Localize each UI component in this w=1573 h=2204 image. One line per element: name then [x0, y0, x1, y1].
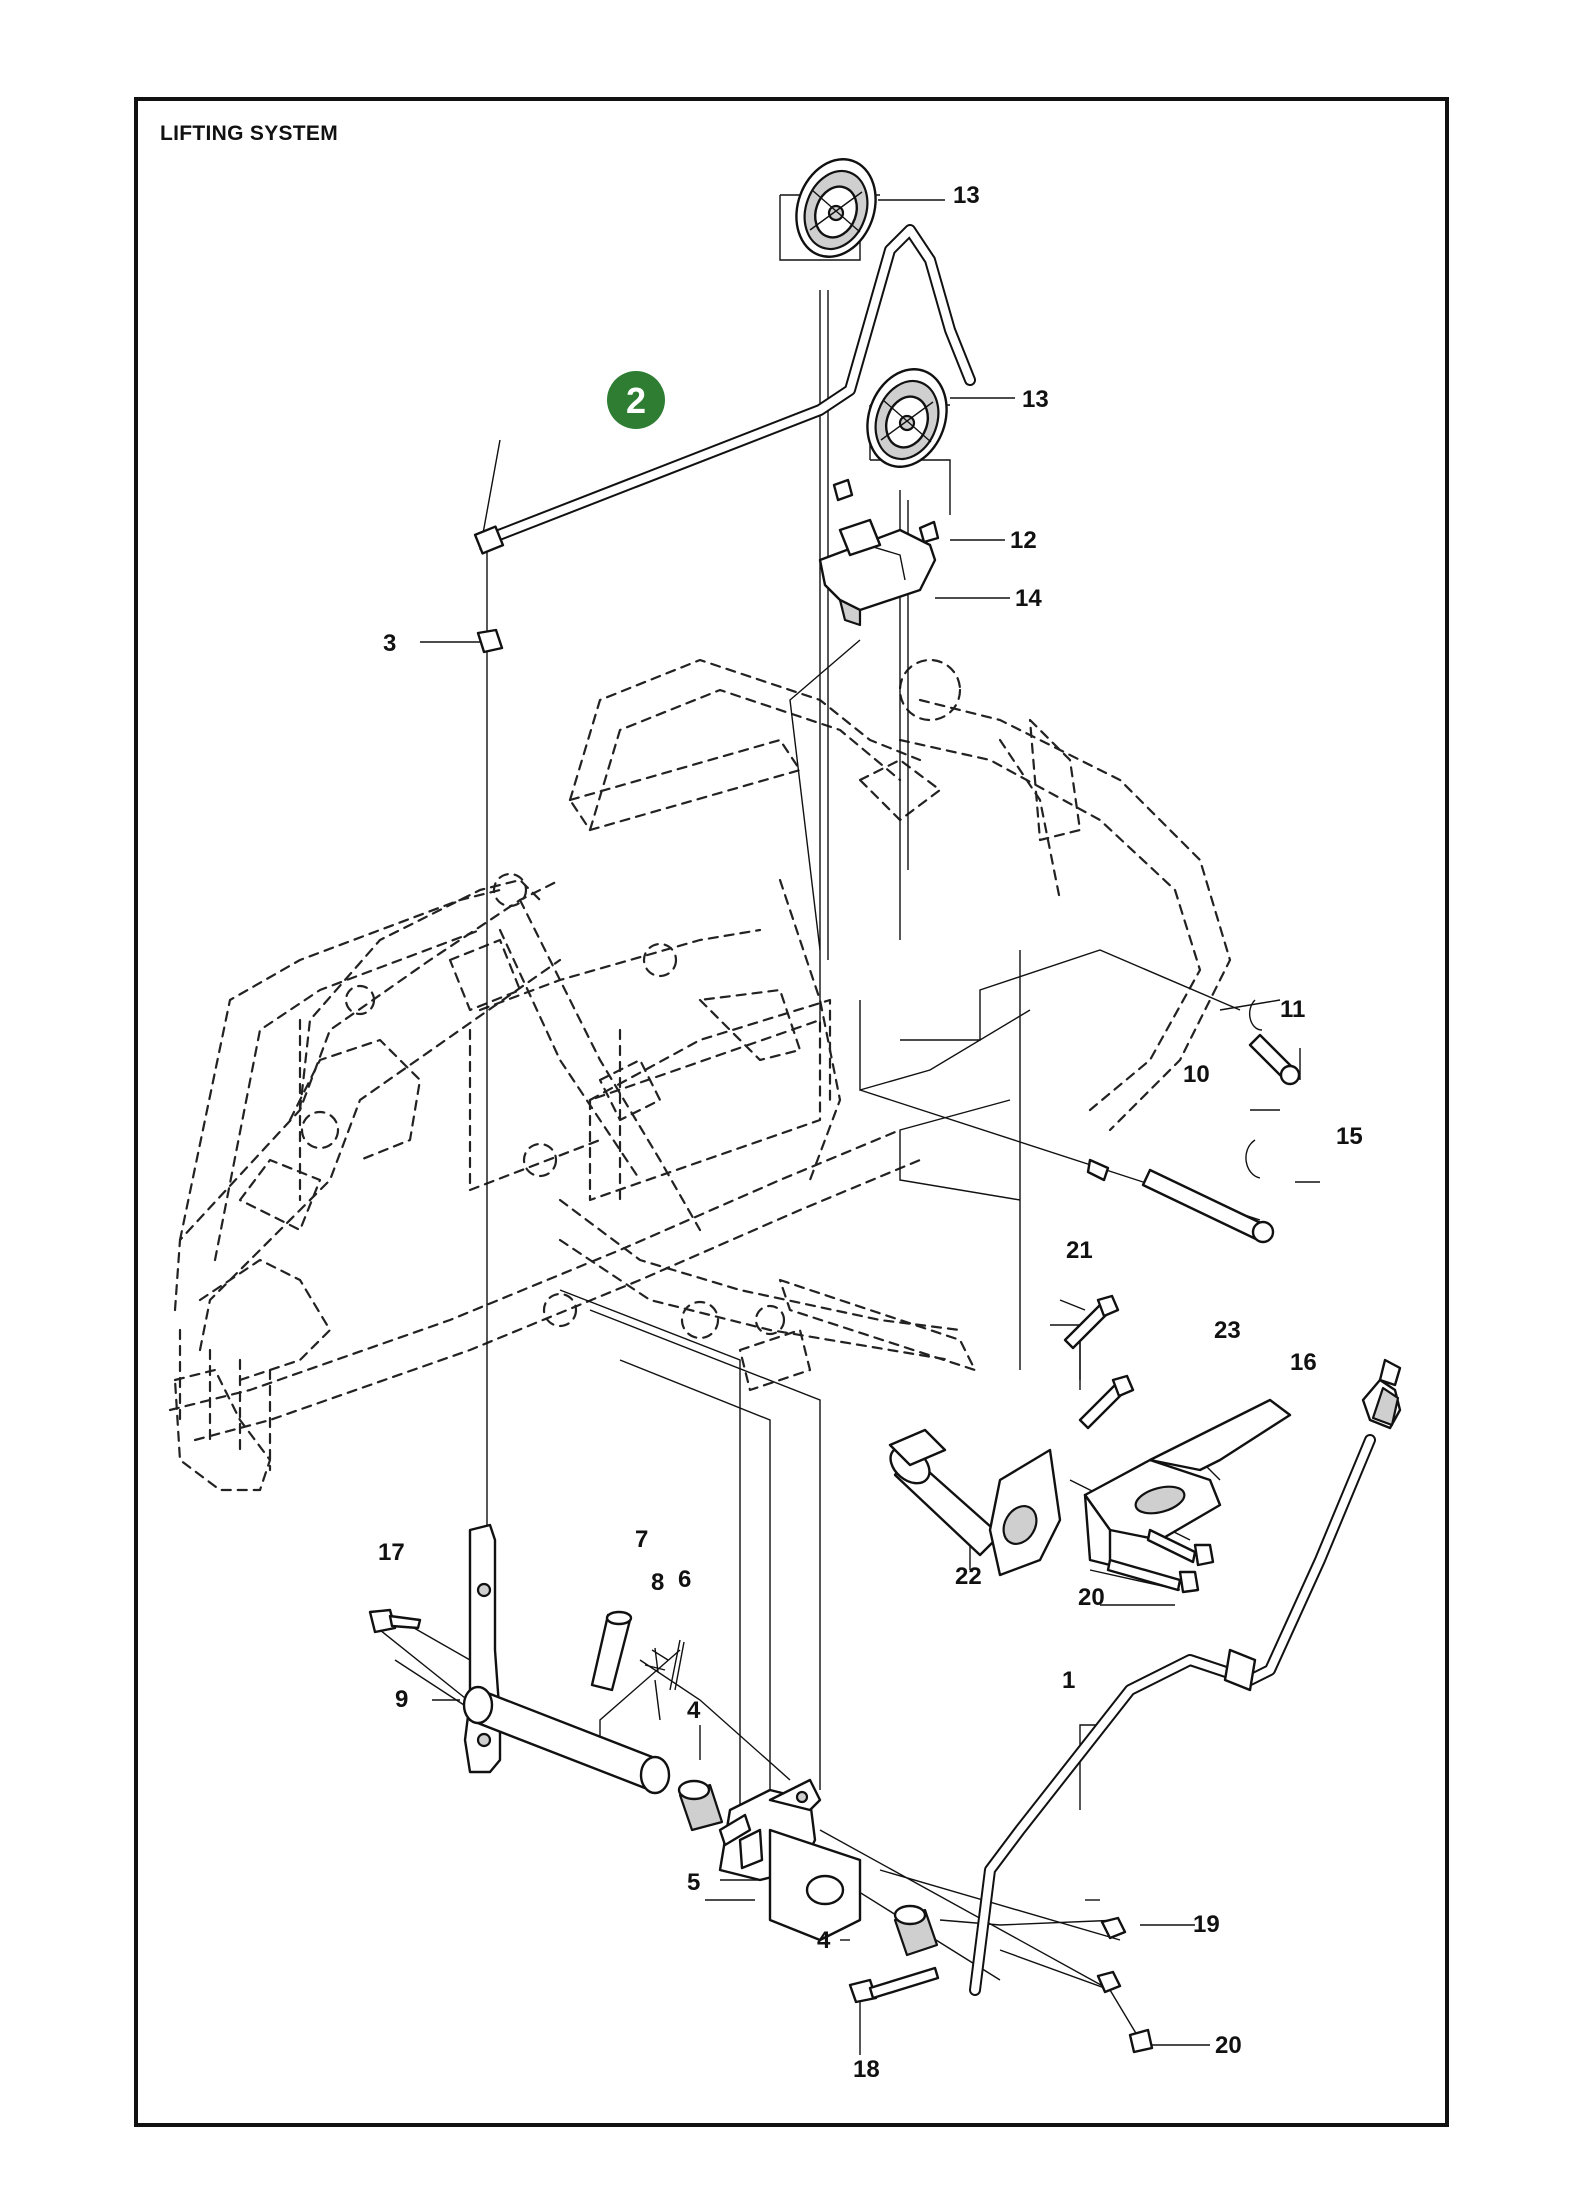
lift-cable-2 [473, 224, 976, 555]
pin-11 [1248, 999, 1301, 1086]
bolt-20c [1146, 1528, 1215, 1567]
callout-labels: 13 13 12 14 3 11 10 15 21 23 16 22 20 17… [378, 182, 1363, 2083]
bolt-18 [848, 1966, 940, 2004]
callout-19: 19 [1193, 1911, 1220, 1938]
lift-handle-16 [1361, 1358, 1402, 1430]
callout-13a: 13 [953, 182, 980, 209]
callout-1: 1 [1062, 1667, 1075, 1694]
diagram-frame [134, 97, 1449, 2127]
pulley-bracket-14 [818, 518, 937, 627]
side-plate-9 [463, 1523, 502, 1774]
sleeve-7 [590, 1610, 633, 1692]
callout-23: 23 [1214, 1317, 1241, 1344]
cable-clip-3 [476, 628, 504, 654]
cross-shaft [462, 1685, 671, 1795]
callout-18: 18 [853, 2056, 880, 2083]
callout-14: 14 [1015, 585, 1042, 612]
callout-11: 11 [1280, 996, 1305, 1023]
callout-17: 17 [378, 1539, 405, 1566]
callout-9: 9 [395, 1686, 408, 1713]
callout-6: 6 [678, 1566, 691, 1593]
callout-3: 3 [383, 630, 396, 657]
bushing-4b [893, 1904, 939, 1957]
diagram-title: LIFTING SYSTEM [160, 122, 339, 145]
bolt-17 [368, 1608, 422, 1634]
bracket-5 [718, 1778, 862, 1942]
pin-8 [651, 1647, 669, 1673]
callout-7: 7 [635, 1526, 648, 1553]
callout-5: 5 [687, 1869, 700, 1896]
callout-20b: 20 [1215, 2032, 1242, 2059]
bolt-21 [1063, 1294, 1120, 1350]
nut-19 [1100, 1916, 1127, 1940]
bolt-20a [1106, 1558, 1200, 1594]
callout-10: 10 [1183, 1061, 1210, 1088]
bushing-4a [677, 1779, 724, 1832]
mount-bracket-23 [1083, 1398, 1292, 1567]
callout-13b: 13 [1022, 386, 1049, 413]
clip-15 [1245, 1139, 1261, 1179]
callout-20a: 20 [1078, 1584, 1105, 1611]
callout-21: 21 [1066, 1237, 1093, 1264]
bolt-21b [1078, 1374, 1135, 1430]
pulley-upper [795, 158, 877, 258]
spring-pin-6 [669, 1639, 685, 1691]
callout-4a: 4 [687, 1697, 701, 1724]
shaft-10 [1086, 1158, 1275, 1244]
pivot-tube-22 [888, 1428, 1062, 1577]
leader-lines [379, 194, 1320, 2055]
bolt-12a [832, 478, 854, 502]
highlight-badge-2: 2 [607, 371, 665, 429]
bolt-20b [1128, 2028, 1154, 2054]
lift-lever-1 [969, 1434, 1376, 1996]
callout-16: 16 [1290, 1349, 1317, 1376]
callout-15: 15 [1336, 1123, 1363, 1150]
highlight-number: 2 [626, 380, 646, 421]
callout-4b: 4 [817, 1927, 831, 1954]
chassis-frame [168, 658, 1232, 1492]
callout-8: 8 [651, 1569, 664, 1596]
bolt-12b [918, 520, 940, 544]
callout-12: 12 [1010, 527, 1037, 554]
pulley-lower [866, 368, 948, 468]
nut-19b [1096, 1970, 1122, 1994]
callout-22: 22 [955, 1563, 982, 1590]
